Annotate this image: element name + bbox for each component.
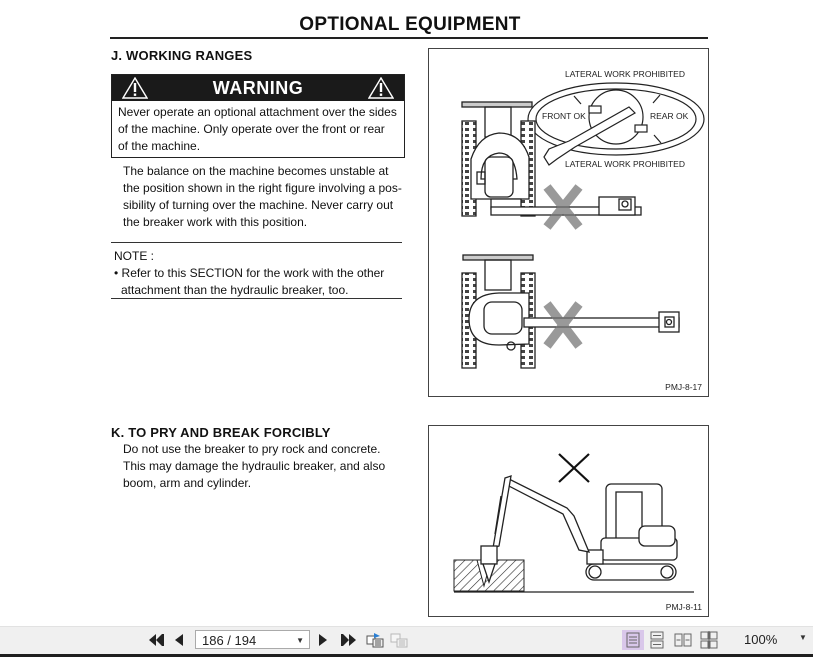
facing-pages-icon (674, 633, 692, 647)
front-ok-label: FRONT OK (542, 111, 586, 121)
previous-view-button[interactable] (366, 630, 384, 650)
body-line: boom, arm and cylinder. (123, 476, 252, 490)
warning-triangle-icon (122, 77, 148, 99)
warning-header: WARNING (112, 75, 404, 101)
section-j-body: The balance on the machine becomes unsta… (123, 163, 402, 231)
chevron-down-icon[interactable]: ▼ (799, 633, 807, 642)
continuous-page-icon (650, 631, 664, 649)
pry-break-figure: PMJ-8-11 (428, 425, 709, 617)
continuous-facing-view-button[interactable] (699, 630, 719, 650)
warning-label: WARNING (212, 78, 304, 98)
prev-page-icon (175, 634, 183, 646)
title-divider (110, 37, 708, 39)
window-bottom-edge (0, 654, 813, 657)
first-page-button[interactable] (147, 630, 165, 650)
note-label: NOTE : (114, 249, 155, 263)
body-line: the breaker work with this position. (123, 215, 308, 229)
figure-code: PMJ-8-11 (665, 602, 702, 612)
excavator-top-view-illustration (461, 82, 705, 369)
working-range-figure: LATERAL WORK PROHIBITED FRONT OK REAR OK… (428, 48, 709, 397)
facing-view-button[interactable] (673, 630, 693, 650)
page-number-select[interactable]: 186 / 194 ▼ (195, 630, 310, 649)
previous-view-icon (366, 633, 384, 648)
section-k-heading: K. TO PRY AND BREAK FORCIBLY (111, 425, 331, 440)
document-page: OPTIONAL EQUIPMENT J. WORKING RANGES WAR… (110, 14, 709, 617)
zoom-level-select[interactable]: 100% (744, 632, 778, 647)
first-page-icon (149, 634, 164, 646)
next-page-button[interactable] (317, 630, 329, 650)
lateral-prohibited-label-bottom: LATERAL WORK PROHIBITED (565, 159, 685, 169)
body-line: sibility of turning over the machine. Ne… (123, 198, 394, 212)
note-bottom-rule (111, 298, 402, 299)
rear-ok-label: REAR OK (650, 111, 689, 121)
last-page-button[interactable] (340, 630, 358, 650)
previous-page-button[interactable] (172, 630, 186, 650)
single-page-view-button[interactable] (622, 630, 644, 650)
next-view-icon (390, 633, 408, 648)
section-k-body: Do not use the breaker to pry rock and c… (123, 441, 385, 492)
lateral-prohibited-label-top: LATERAL WORK PROHIBITED (565, 69, 685, 79)
body-line: The balance on the machine becomes unsta… (123, 164, 389, 178)
page-number-value: 186 / 194 (202, 633, 257, 648)
continuous-view-button[interactable] (648, 630, 666, 650)
body-line: Do not use the breaker to pry rock and c… (123, 442, 381, 456)
next-page-icon (319, 634, 327, 646)
single-page-icon (626, 632, 640, 648)
last-page-icon (341, 634, 356, 646)
warning-box: WARNING Never operate an optional attach… (111, 74, 405, 158)
warning-text: Never operate an optional attachment ove… (112, 101, 404, 158)
body-line: This may damage the hydraulic breaker, a… (123, 459, 386, 473)
note-line: • Refer to this SECTION for the work wit… (114, 266, 385, 280)
warning-line: of the machine. Only operate over the fr… (118, 122, 385, 136)
section-j-heading: J. WORKING RANGES (111, 48, 253, 63)
warning-triangle-icon (368, 77, 394, 99)
continuous-facing-icon (700, 631, 718, 649)
warning-line: Never operate an optional attachment ove… (118, 105, 397, 119)
warning-line: of the machine. (118, 139, 201, 153)
note-block: NOTE : • Refer to this SECTION for the w… (114, 248, 384, 299)
note-line: attachment than the hydraulic breaker, t… (121, 283, 349, 297)
page-title: OPTIONAL EQUIPMENT (299, 14, 521, 35)
figure-code: PMJ-8-17 (665, 382, 702, 392)
excavator-side-view-illustration (453, 453, 694, 593)
body-line: the position shown in the right figure i… (123, 181, 402, 195)
chevron-down-icon: ▼ (296, 636, 304, 645)
next-view-button[interactable] (390, 630, 408, 650)
note-top-rule (111, 242, 402, 243)
